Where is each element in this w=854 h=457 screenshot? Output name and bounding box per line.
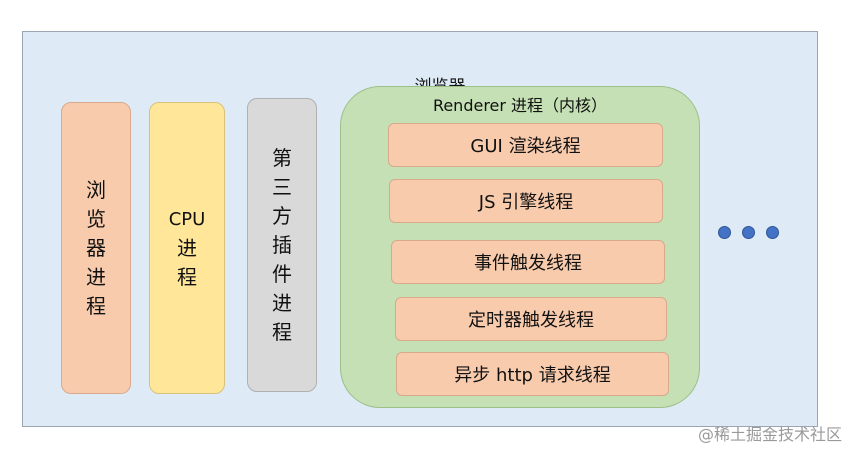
- plugin-process-box: 第 三 方 插 件 进 程: [247, 98, 317, 392]
- browser-process-label: 浏 览 器 进 程: [86, 176, 106, 321]
- renderer-process-box: Renderer 进程（内核） GUI 渲染线程 JS 引擎线程 事件触发线程 …: [340, 86, 700, 408]
- plugin-process-char: 方: [272, 203, 292, 228]
- ellipsis-dot: [718, 226, 731, 239]
- thread-event-trigger: 事件触发线程: [391, 240, 665, 284]
- plugin-process-char: 第: [272, 145, 292, 170]
- watermark: @稀土掘金技术社区: [697, 425, 842, 444]
- more-processes-ellipsis: [718, 226, 779, 239]
- cpu-process-char: 进: [176, 235, 197, 260]
- browser-process-char: 器: [86, 235, 106, 260]
- plugin-process-char: 程: [272, 319, 292, 344]
- thread-gui-render: GUI 渲染线程: [388, 123, 663, 167]
- cpu-process-char: 程: [176, 264, 197, 289]
- plugin-process-char: 三: [272, 174, 292, 199]
- thread-async-http: 异步 http 请求线程: [396, 352, 669, 396]
- browser-process-box: 浏 览 器 进 程: [61, 102, 131, 394]
- browser-process-char: 浏: [86, 177, 106, 202]
- cpu-process-char: CPU: [168, 208, 206, 230]
- ellipsis-dot: [742, 226, 755, 239]
- cpu-process-label: CPU 进 程: [169, 205, 206, 292]
- plugin-process-char: 件: [272, 261, 292, 286]
- renderer-process-title: Renderer 进程（内核）: [432, 96, 608, 115]
- cpu-process-box: CPU 进 程: [149, 102, 225, 394]
- browser-process-char: 进: [86, 264, 106, 289]
- plugin-process-char: 插: [272, 232, 292, 257]
- browser-process-char: 程: [86, 293, 106, 318]
- thread-timer-trigger: 定时器触发线程: [395, 297, 667, 341]
- plugin-process-label: 第 三 方 插 件 进 程: [272, 144, 292, 347]
- ellipsis-dot: [766, 226, 779, 239]
- browser-process-char: 览: [86, 206, 106, 231]
- plugin-process-char: 进: [272, 290, 292, 315]
- thread-js-engine: JS 引擎线程: [389, 179, 663, 223]
